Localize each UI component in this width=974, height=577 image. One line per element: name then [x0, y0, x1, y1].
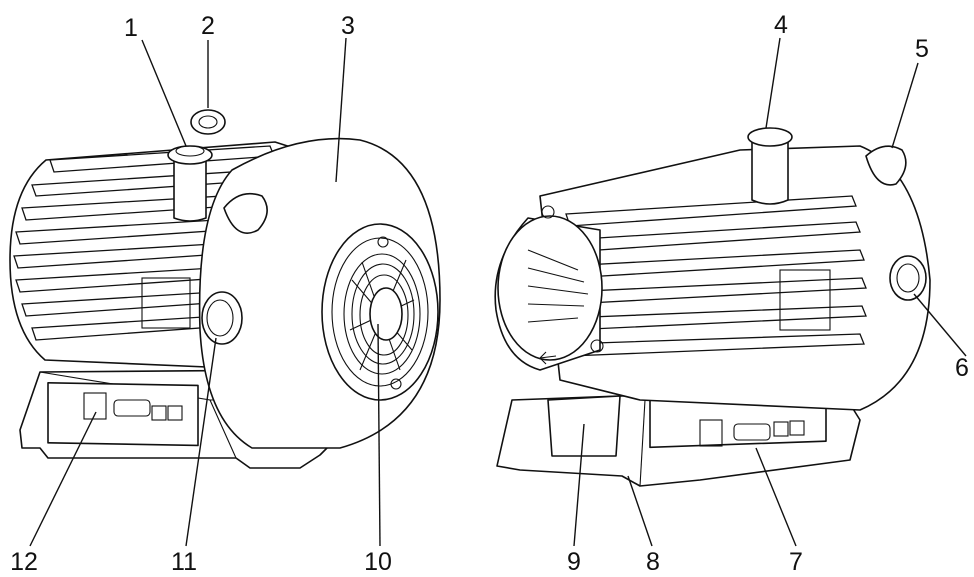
callout-5: 5 — [915, 35, 929, 63]
callout-11: 11 — [171, 548, 197, 576]
right-gas-ballast-valve — [865, 145, 907, 186]
left-sub-d-connector — [113, 399, 151, 417]
callout-numbers: 1 2 3 4 5 6 7 8 9 10 11 12 — [10, 11, 969, 576]
left-inlet-flange — [167, 145, 213, 165]
left-side-port — [201, 291, 243, 345]
leader-lines — [29, 37, 967, 547]
callout-2: 2 — [201, 12, 215, 40]
callout-8: 8 — [646, 548, 660, 576]
left-fan-hub — [369, 287, 403, 341]
left-control-panel — [47, 382, 199, 447]
left-usb-port — [83, 392, 107, 420]
left-lifting-eye — [190, 109, 226, 135]
callout-1: 1 — [124, 14, 138, 42]
left-pump-view — [9, 109, 441, 469]
right-side-port — [889, 255, 927, 301]
callout-7: 7 — [789, 548, 803, 576]
right-pump-view — [494, 127, 931, 487]
callout-12: 12 — [10, 548, 38, 576]
callout-6: 6 — [955, 354, 969, 382]
callout-4: 4 — [774, 11, 788, 39]
callout-3: 3 — [341, 12, 355, 40]
right-sub-d-connector — [733, 423, 771, 441]
left-gas-ballast-valve — [223, 192, 268, 234]
right-inlet-flange — [747, 127, 793, 147]
right-usb-port — [699, 419, 723, 447]
right-inlet-pipe — [751, 141, 789, 205]
callout-10: 10 — [364, 548, 392, 576]
callout-9: 9 — [567, 548, 581, 576]
left-inlet-pipe — [173, 159, 207, 222]
